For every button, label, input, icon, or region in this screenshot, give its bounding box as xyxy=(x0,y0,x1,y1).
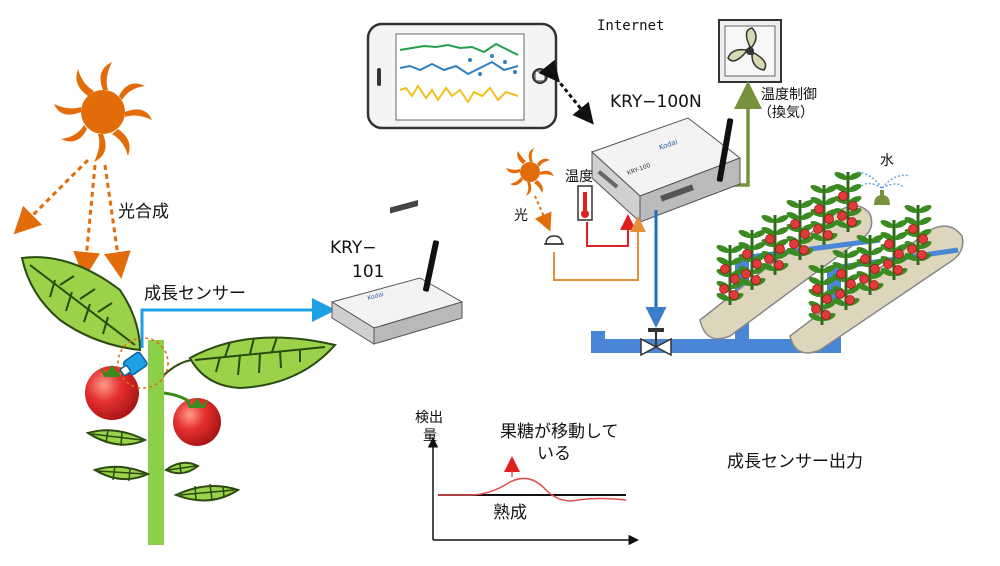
kry101-device: Kodai xyxy=(330,199,464,345)
photosynthesis-label: 光合成 xyxy=(118,202,169,222)
light-label: 光 xyxy=(514,208,528,224)
sun-icon-small xyxy=(506,148,554,196)
greenhouse-tomato-plant xyxy=(904,204,932,265)
greenhouse-tomato-plant xyxy=(761,214,789,275)
kry100n-device: Kodai KRY-100 xyxy=(591,117,742,224)
kry101-panel-text: Kodai xyxy=(367,291,385,302)
temp-control-label-line2: （換気） xyxy=(758,105,814,121)
sugar-transfer-label-line1: 果糖が移動して xyxy=(500,422,619,442)
water-label: 水 xyxy=(880,153,894,169)
greenhouse-tomato-plant xyxy=(856,234,884,295)
temperature-label: 温度 xyxy=(565,169,593,185)
tomato-fruit xyxy=(85,366,139,420)
tomato-plant xyxy=(20,256,337,545)
tomato-fruit xyxy=(173,398,221,446)
detection-label-line1: 検出 xyxy=(415,410,443,426)
output-curve xyxy=(438,477,627,502)
greenhouse-tomato-plant xyxy=(810,184,838,245)
ventilation-fan-icon xyxy=(718,19,782,83)
growth-sensor-label: 成長センサー xyxy=(144,284,246,304)
valve-icon xyxy=(640,328,672,357)
growth-sensor-device xyxy=(119,351,148,377)
kry101-label-line2: 101 xyxy=(352,262,385,282)
light-signal-line xyxy=(553,216,646,281)
greenhouse-tomato-plant xyxy=(832,249,860,310)
sensor-cable xyxy=(140,298,336,348)
sun-icon-large xyxy=(54,62,152,162)
light-sensor-icon xyxy=(545,235,563,245)
kry100n-label: KRY−100N xyxy=(610,92,702,112)
sugar-transfer-label-line2: いる xyxy=(537,444,571,464)
water-sprinkler-icon xyxy=(855,171,911,205)
sensor-output-graph xyxy=(427,437,639,546)
greenhouse-tomato-plant xyxy=(808,264,836,325)
greenhouse-tomato-plant xyxy=(716,244,744,305)
leaf-large-right xyxy=(188,336,337,390)
temperature-signal-line xyxy=(586,214,636,247)
greenhouse-tomato-plant xyxy=(786,199,814,260)
sensor-output-label: 成長センサー出力 xyxy=(727,452,863,472)
kry101-label-line1: KRY− xyxy=(330,238,377,258)
thermometer-icon xyxy=(577,185,593,221)
greenhouse-tomato-plant xyxy=(834,171,862,232)
detection-label-line2: 量 xyxy=(423,428,437,444)
greenhouse-tomato-plant xyxy=(880,219,908,280)
temp-control-label-line1: 温度制御 xyxy=(761,87,817,103)
greenhouse-tomato-plant xyxy=(738,229,766,290)
smartphone-icon xyxy=(366,22,558,130)
tomato-plant-row xyxy=(716,171,932,325)
sunlight-arrows xyxy=(13,158,131,279)
internet-label: Internet xyxy=(597,18,665,34)
ripening-label: 熟成 xyxy=(493,503,527,523)
